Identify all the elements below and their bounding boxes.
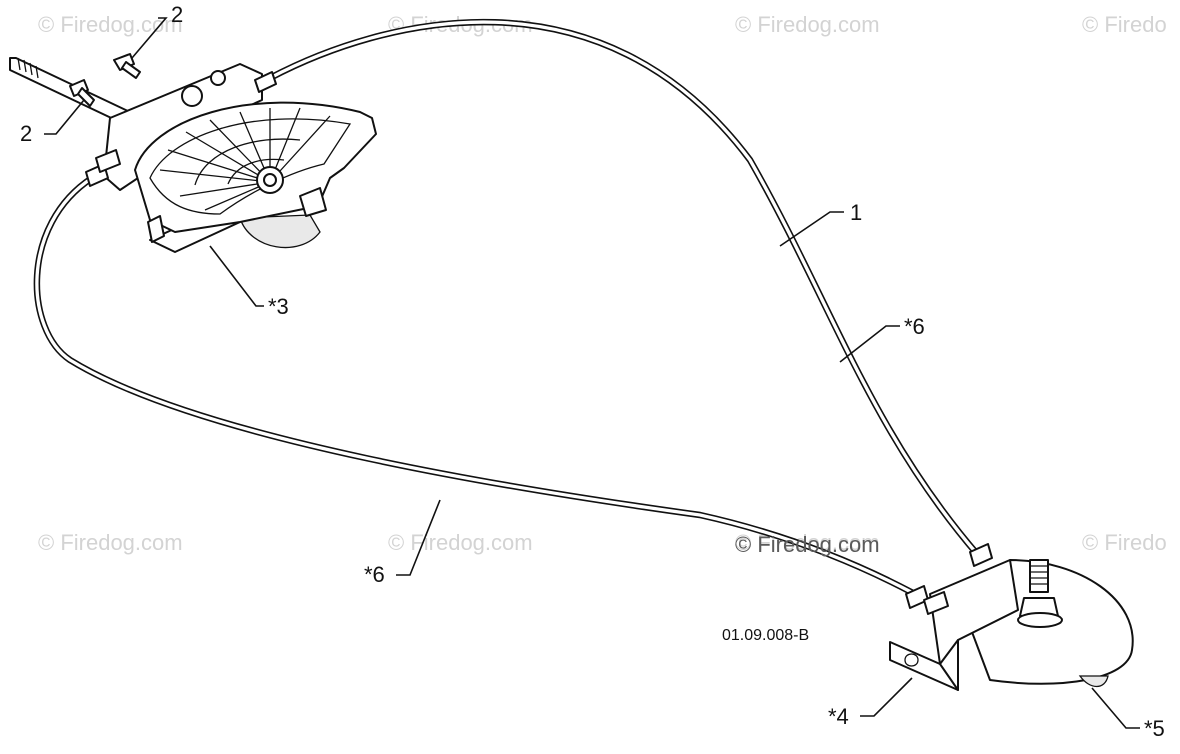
screw-left [69,79,95,107]
callout-cable-right: *6 [904,314,925,339]
watermark-top-1: © Firedog.com [38,12,183,37]
screw-top [113,53,141,79]
callout-cable-left: *6 [364,562,385,587]
watermark-layer: © Firedog.com © Firedog.com © Firedog.co… [38,12,1167,555]
callout-screw-top: 2 [171,2,183,27]
callout-cable: 1 [850,200,862,225]
watermark-mid-3: © Firedog.com [735,530,880,555]
watermark-center: © Firedog.com [735,532,880,557]
lower-shift-assembly [889,543,1134,691]
upper-shift-assembly [9,57,377,253]
leader-lines [44,17,1140,729]
callout-upper-assembly: *3 [268,294,289,319]
callout-lower-housing: *5 [1144,716,1165,741]
watermark-top-4: © Firedo [1082,12,1167,37]
watermark-top-3: © Firedog.com [735,12,880,37]
callout-screw-left: 2 [20,121,32,146]
watermark-mid-2: © Firedog.com [388,530,533,555]
watermark-mid-1: © Firedog.com [38,530,183,555]
callout-lower-bracket: *4 [828,704,849,729]
diagram-code: 01.09.008-B [722,627,809,644]
cable [33,18,982,597]
callout-labels: 2 2 1 *6 *3 *6 *4 *5 [20,2,1165,741]
watermark-mid-4: © Firedo [1082,530,1167,555]
